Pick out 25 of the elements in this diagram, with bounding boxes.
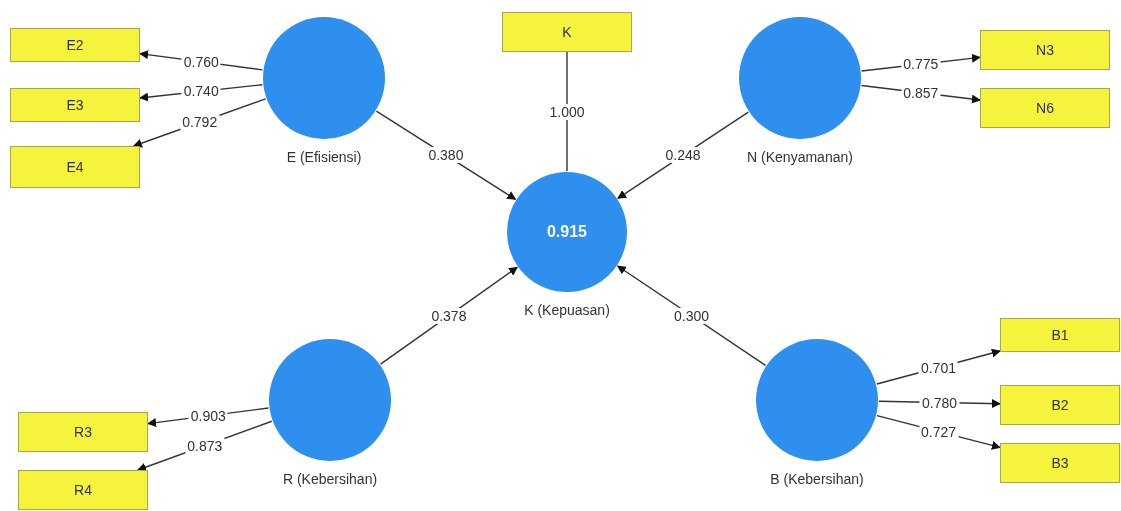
edge-label: 0.727 [919, 423, 958, 440]
edge-label: 0.380 [426, 147, 466, 164]
indicator-box: N6 [980, 88, 1110, 128]
edge-label: 0.701 [918, 359, 958, 376]
indicator-box: B3 [1000, 443, 1120, 483]
variable-label: N (Kenyamanan) [747, 148, 853, 167]
edge-label: 1.000 [547, 103, 587, 120]
indicator-box: K [502, 12, 632, 52]
edge-label: 0.300 [672, 307, 712, 324]
indicator-box: B2 [1000, 385, 1120, 425]
indicator-box: R3 [18, 412, 148, 452]
indicator-box: B1 [1000, 318, 1120, 352]
indicator-box: E3 [10, 88, 140, 122]
indicator-box: N3 [980, 30, 1110, 70]
edge-label: 0.378 [429, 307, 469, 324]
edge-label: 0.248 [663, 147, 703, 164]
variable-label: R (Kebersihan) [282, 470, 378, 489]
variable-label: E (Efisiensi) [286, 148, 362, 167]
variable-label: B (Kebersihan) [770, 470, 864, 489]
variable-label: K (Kepuasan) [524, 301, 610, 320]
indicator-box: E4 [10, 146, 140, 188]
indicator-box: E2 [10, 28, 140, 62]
edge-label: 0.792 [180, 114, 220, 131]
edge-label: 0.873 [185, 437, 225, 454]
indicator-box: R4 [18, 470, 148, 510]
